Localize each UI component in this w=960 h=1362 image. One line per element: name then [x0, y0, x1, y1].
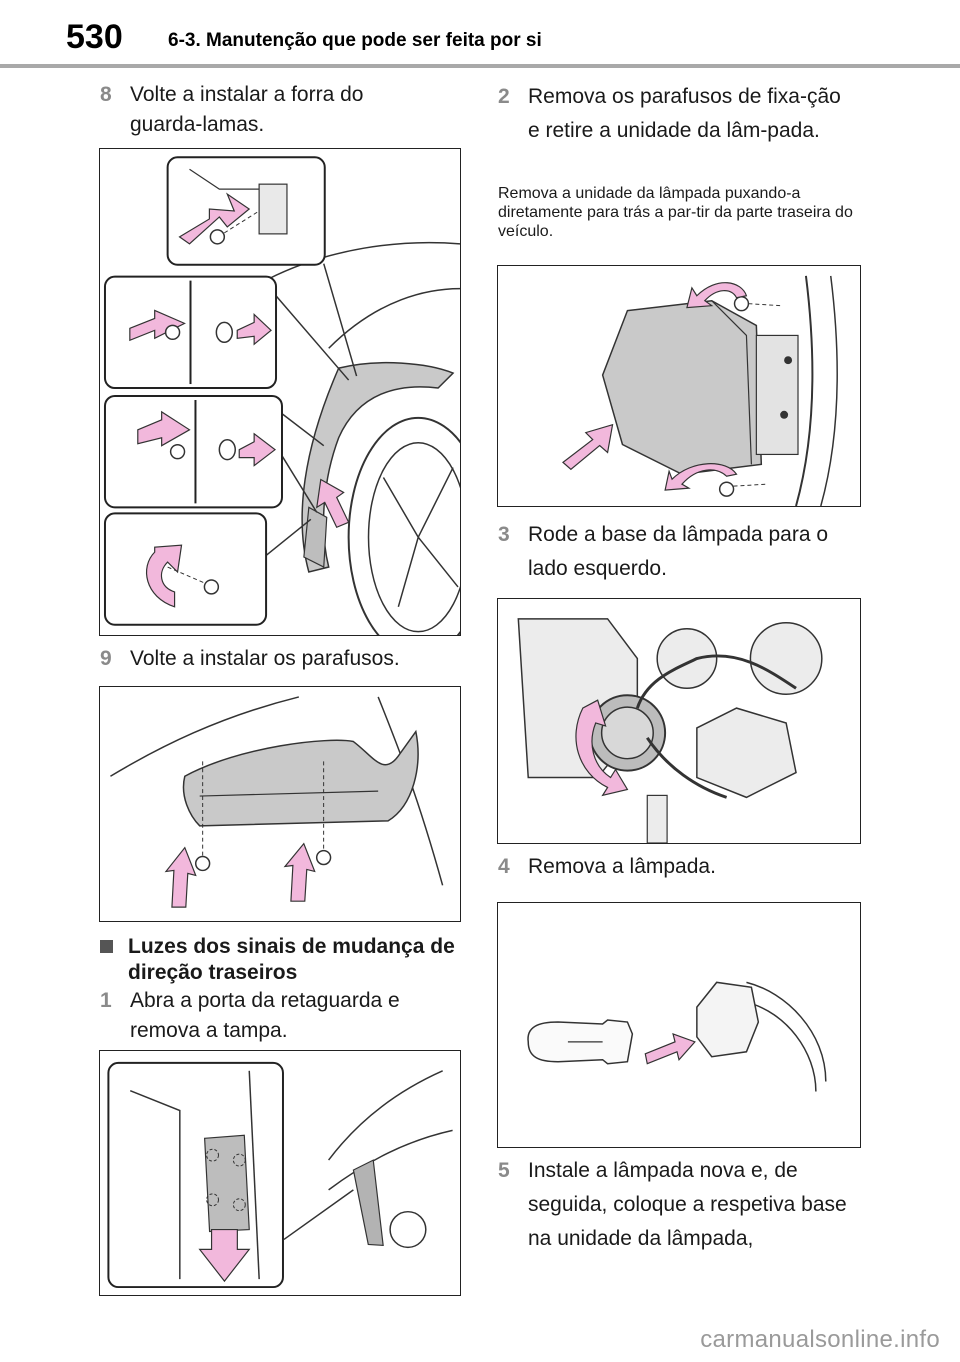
- step-text: Instale a lâmpada nova e, de seguida, co…: [528, 1159, 847, 1251]
- step-text: Remova a lâmpada.: [528, 855, 716, 878]
- header-rule: [0, 64, 960, 68]
- step-9: 9 Volte a instalar os parafusos.: [100, 644, 460, 674]
- step-text: Volte a instalar os parafusos.: [130, 647, 400, 670]
- step-text: Volte a instalar a forra do guarda-lamas…: [130, 83, 364, 136]
- step-text: Abra a porta da retaguarda e remova a ta…: [130, 989, 400, 1042]
- subheading-rear-turn-signals: Luzes dos sinais de mudança de direção t…: [100, 934, 460, 987]
- step-text: Rode a base da lâmpada para o lado esque…: [528, 523, 829, 581]
- step-text: Remova os parafusos de fixa-ção e retire…: [528, 85, 841, 143]
- step-number: 5: [498, 1159, 510, 1182]
- step-number: 1: [100, 989, 112, 1012]
- figure-mudflap-screws: [99, 686, 461, 922]
- figure-rear-door-cover: [99, 1050, 461, 1296]
- step-number: 9: [100, 647, 112, 670]
- step-5: 5 Instale a lâmpada nova e, de seguida, …: [498, 1154, 863, 1256]
- watermark: carmanualsonline.info: [700, 1326, 940, 1353]
- step-number: 4: [498, 855, 510, 878]
- step-1: 1 Abra a porta da retaguarda e remova a …: [100, 986, 460, 1046]
- figure-lamp-base-rotate: [497, 598, 861, 844]
- step-number: 3: [498, 523, 510, 546]
- fender-liner-illustration: [103, 156, 460, 635]
- figure-bulb-removal: [497, 902, 861, 1148]
- page-header: 530 6-3. Manutenção que pode ser feita p…: [0, 0, 960, 72]
- step-4: 4 Remova a lâmpada.: [498, 852, 863, 882]
- rear-door-cover-illustration: [107, 1061, 453, 1289]
- lamp-base-illustration: [517, 618, 823, 843]
- page-number: 530: [66, 18, 123, 56]
- square-bullet-icon: [100, 940, 113, 953]
- step-3: 3 Rode a base da lâmpada para o lado esq…: [498, 518, 863, 586]
- lamp-unit-illustration: [562, 275, 838, 506]
- section-title: 6-3. Manutenção que pode ser feita por s…: [168, 30, 542, 51]
- step-2: 2 Remova os parafusos de fixa-ção e reti…: [498, 80, 843, 148]
- bulb-removal-illustration: [527, 981, 827, 1092]
- figure-lamp-unit-removal: [497, 265, 861, 507]
- note-remove-lamp-unit: Remova a unidade da lâmpada puxando-a di…: [498, 185, 853, 241]
- step-number: 2: [498, 85, 510, 108]
- figure-fender-liner: [99, 148, 461, 636]
- step-number: 8: [100, 83, 112, 106]
- step-8: 8 Volte a instalar a forra do guarda-lam…: [100, 80, 440, 140]
- mudflap-illustration: [110, 696, 444, 908]
